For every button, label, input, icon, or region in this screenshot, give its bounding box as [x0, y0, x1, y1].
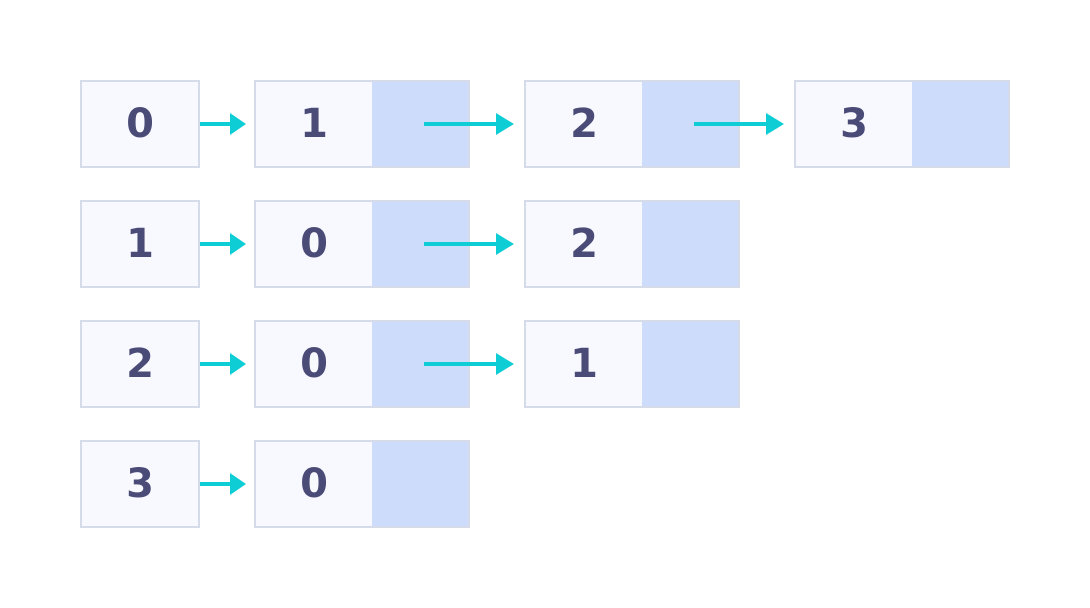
vertex-head-cell: 2 — [80, 320, 200, 408]
vertex-head-cell: 3 — [80, 440, 200, 528]
arrow-icon — [424, 112, 524, 136]
vertex-label: 1 — [126, 221, 154, 267]
arrow-icon — [200, 232, 254, 256]
arrow-icon — [424, 232, 524, 256]
node-pointer — [912, 82, 1008, 166]
vertex-label: 0 — [126, 101, 154, 147]
vertex-label: 3 — [126, 461, 154, 507]
adjacency-row-3: 3 0 — [80, 440, 1020, 528]
node-value: 0 — [300, 341, 328, 387]
list-node: 2 — [524, 200, 740, 288]
node-value: 3 — [840, 101, 868, 147]
adjacency-row-0: 0 1 2 3 — [80, 80, 1020, 168]
node-value: 2 — [570, 101, 598, 147]
arrow-icon — [200, 352, 254, 376]
adjacency-row-1: 1 0 2 — [80, 200, 1020, 288]
node-value: 0 — [300, 221, 328, 267]
node-value: 0 — [300, 461, 328, 507]
node-value: 1 — [300, 101, 328, 147]
vertex-head-cell: 1 — [80, 200, 200, 288]
node-value: 2 — [570, 221, 598, 267]
vertex-head-cell: 0 — [80, 80, 200, 168]
adjacency-row-2: 2 0 1 — [80, 320, 1020, 408]
list-node: 0 — [254, 320, 470, 408]
list-node: 1 — [524, 320, 740, 408]
arrow-icon — [424, 352, 524, 376]
vertex-label: 2 — [126, 341, 154, 387]
list-node: 2 — [524, 80, 740, 168]
list-node: 3 — [794, 80, 1010, 168]
node-pointer — [642, 202, 738, 286]
node-pointer — [642, 322, 738, 406]
arrow-icon — [200, 472, 254, 496]
node-value: 1 — [570, 341, 598, 387]
arrow-icon — [200, 112, 254, 136]
list-node: 0 — [254, 440, 470, 528]
arrow-icon — [694, 112, 794, 136]
node-pointer — [372, 442, 468, 526]
